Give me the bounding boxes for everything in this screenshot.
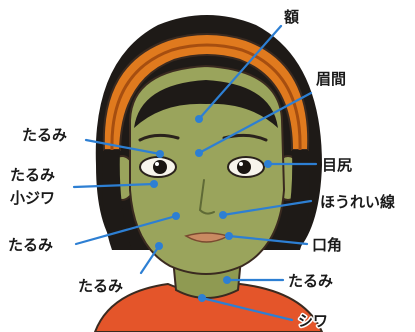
label-sagging-chin: たるみ [288, 272, 333, 290]
leader-mouth-corner [227, 234, 309, 246]
label-outer-eye-corner: 目尻 [322, 156, 352, 174]
leader-under-eye [72, 182, 156, 189]
label-forehead: 額 [283, 8, 299, 26]
leader-sagging-upper-eye [84, 138, 162, 156]
label-sagging-jaw: たるみ [78, 277, 123, 295]
headband [102, 33, 310, 151]
leader-forehead [197, 24, 283, 121]
dot-forehead [195, 115, 203, 123]
left-eye-highlight [155, 162, 159, 166]
dot-neck-wrinkles [198, 294, 206, 302]
dot-nasolabial [219, 211, 227, 219]
right-side-hair [280, 150, 310, 250]
dot-sagging-upper-eye [156, 150, 164, 158]
dot-mouth-corner [225, 232, 233, 240]
fringe [134, 80, 278, 128]
leader-glabella [197, 91, 313, 155]
headband-stripe [110, 43, 302, 151]
label-nasolabial-folds: ほうれい線 [320, 193, 395, 211]
right-eye-iris [237, 160, 251, 174]
label-sagging-cheek: たるみ [8, 236, 53, 254]
left-eye-iris [153, 160, 167, 174]
dot-outer-eye-corner [264, 160, 272, 168]
nose [198, 179, 215, 215]
face [129, 64, 286, 275]
dot-sagging-jaw [155, 242, 163, 250]
left-side-hair [102, 150, 132, 250]
dot-glabella [195, 149, 203, 157]
label-fine-wrinkles: 小ジワ [10, 189, 55, 207]
label-sagging-under-eye: たるみ [10, 166, 55, 184]
leader-neck-wrinkles [200, 296, 294, 322]
dot-under-eye [150, 180, 158, 188]
dot-sagging-cheek [172, 212, 180, 220]
label-sagging-upper-eye: たるみ [22, 126, 67, 144]
left-eyebrow [138, 133, 180, 142]
right-eye-highlight [239, 162, 243, 166]
dot-sagging-chin [223, 276, 231, 284]
label-glabella: 眉間 [316, 70, 346, 88]
leader-nasolabial [221, 199, 313, 217]
leader-sagging-jaw [139, 244, 161, 275]
leader-sagging-cheek [74, 214, 178, 246]
label-neck-wrinkles: シワ [298, 312, 328, 330]
label-mouth-corner: 口角 [312, 236, 342, 254]
